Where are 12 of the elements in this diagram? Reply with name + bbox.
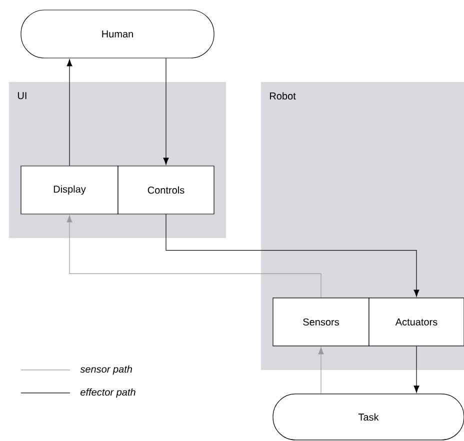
legend-label: effector path	[80, 388, 136, 398]
arrow	[163, 58, 169, 165]
component-box: Display	[20, 166, 118, 214]
legend-label: sensor path	[80, 365, 132, 375]
component-box: Controls	[118, 166, 214, 214]
arrow	[66, 215, 322, 298]
component-box: Sensors	[272, 298, 370, 346]
arrow	[414, 346, 420, 393]
component-box: Actuators	[368, 298, 464, 346]
arrow	[66, 59, 72, 166]
arrow	[166, 214, 420, 297]
arrow	[318, 347, 324, 394]
